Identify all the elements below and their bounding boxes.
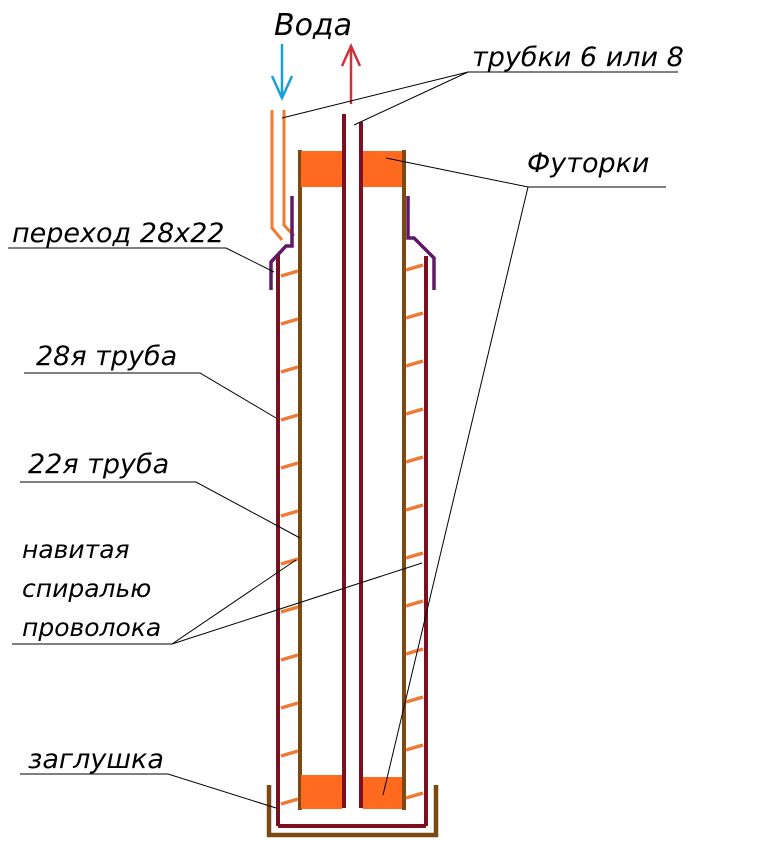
leader-lines: [8, 71, 678, 809]
pipe-28: [276, 254, 428, 828]
coil-turn: [405, 695, 424, 704]
water-outflow-arrow: [340, 42, 362, 104]
coil-turn: [280, 557, 299, 566]
label-water: Вода: [274, 8, 352, 43]
fittings: [301, 151, 402, 809]
pipe-22: [298, 150, 406, 810]
end-plug: [266, 785, 439, 838]
coil-turn: [405, 791, 424, 800]
water-inflow-arrow: [270, 44, 294, 102]
wire-coil-right: [405, 263, 424, 800]
coil-turn: [405, 743, 424, 752]
coil-turn: [280, 365, 299, 374]
label-wire-line1: навитая: [22, 535, 130, 564]
inner-tubes: [342, 114, 363, 808]
coil-turn: [405, 647, 424, 656]
label-wire-line3: проволока: [22, 613, 161, 642]
label-tubes: трубки 6 или 8: [472, 42, 684, 73]
label-pipe-28: 28я труба: [36, 341, 177, 372]
coil-turn: [280, 605, 299, 614]
coil-turn: [405, 263, 424, 272]
coil-turn: [405, 551, 424, 560]
coil-turn: [280, 701, 299, 710]
coil-turn: [280, 413, 299, 422]
coil-turn: [280, 797, 299, 806]
label-pipe-22: 22я труба: [28, 449, 169, 480]
label-plug: заглушка: [28, 744, 164, 775]
coil-turn: [405, 407, 424, 416]
coil-turn: [405, 503, 424, 512]
coil-turn: [405, 311, 424, 320]
coil-turn: [280, 653, 299, 662]
wire-coil-left: [280, 269, 299, 806]
coil-turn: [280, 269, 299, 278]
adapter-28x22: [269, 196, 436, 290]
coil-turn: [280, 509, 299, 518]
label-wire-line2: спиралью: [22, 574, 151, 603]
label-adapter: переход 28х22: [12, 218, 224, 249]
coil-turn: [405, 359, 424, 368]
coil-turn: [280, 461, 299, 470]
coil-turn: [405, 599, 424, 608]
label-fittings: Футорки: [527, 148, 649, 179]
coil-turn: [280, 317, 299, 326]
coil-turn: [280, 749, 299, 758]
coil-turn: [405, 455, 424, 464]
